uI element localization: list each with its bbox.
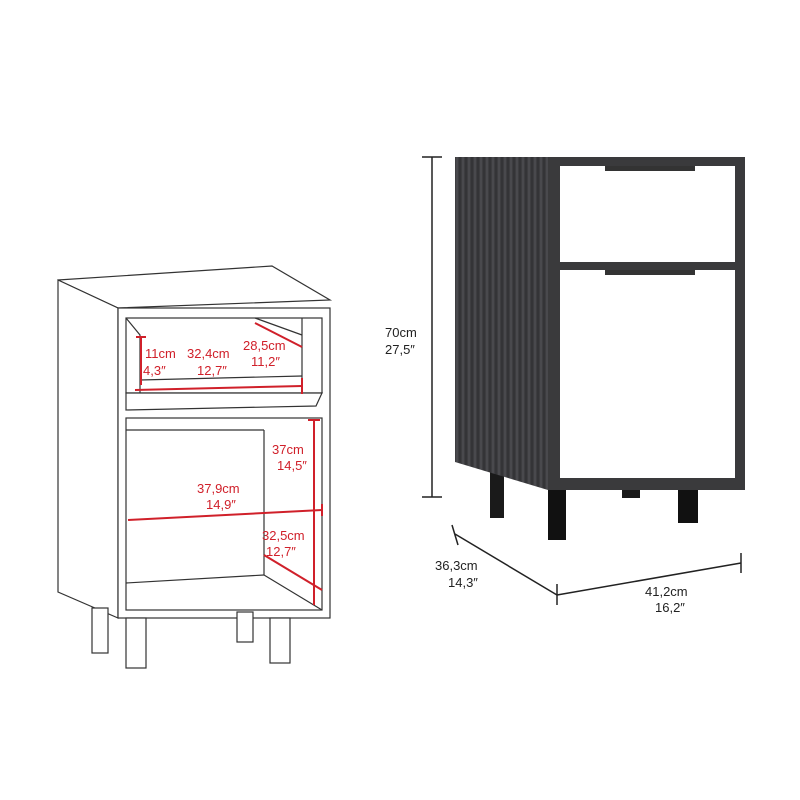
dim-in: 14,3″ (448, 575, 478, 590)
dim-cm: 11cm (145, 346, 176, 361)
dim-cm: 32,5cm (262, 528, 305, 543)
dim-in: 12,7″ (197, 363, 227, 378)
black-dimension-lines (422, 156, 742, 605)
cabinet-side (57, 279, 119, 619)
door-handle (605, 270, 695, 275)
leg (236, 611, 254, 643)
dim-in: 4,3″ (143, 363, 166, 378)
leg (91, 607, 109, 654)
shelf (125, 392, 323, 411)
dim-cm: 37cm (272, 442, 304, 457)
dim-cm: 70cm (385, 325, 417, 340)
leg (548, 478, 566, 540)
leg (269, 617, 291, 664)
top-opening-depth-label: 28,5cm 11,2″ (243, 338, 286, 369)
drawer-front (560, 166, 735, 262)
cabinet-product-render (455, 157, 745, 540)
door-front (560, 270, 735, 478)
dim-in: 16,2″ (655, 600, 685, 615)
lower-opening (125, 417, 323, 611)
top-opening-height-label: 11cm 4,3″ (143, 346, 176, 378)
dim-in: 27,5″ (385, 342, 415, 357)
depth-label: 36,3cm 14,3″ (435, 558, 478, 590)
drawer-handle (605, 166, 695, 171)
top-opening-width-label: 32,4cm 12,7″ (187, 346, 230, 378)
lower-opening-width-label: 37,9cm 14,9″ (197, 481, 240, 512)
leg (125, 617, 147, 669)
dim-in: 12,7″ (266, 544, 296, 559)
dim-cm: 41,2cm (645, 584, 688, 599)
dim-in: 14,9″ (206, 497, 236, 512)
dim-cm: 28,5cm (243, 338, 286, 353)
cabinet-line-drawing (57, 265, 333, 669)
lower-opening-height-label: 37cm 14,5″ (272, 442, 307, 473)
dim-cm: 36,3cm (435, 558, 478, 573)
red-dimension-lines (127, 322, 323, 605)
dim-cm: 32,4cm (187, 346, 230, 361)
cabinet-side-panel (455, 157, 548, 490)
lower-opening-depth-label: 32,5cm 12,7″ (262, 528, 305, 559)
dim-in: 14,5″ (277, 458, 307, 473)
dim-cm: 37,9cm (197, 481, 240, 496)
width-label: 41,2cm 16,2″ (645, 584, 688, 615)
height-label: 70cm 27,5″ (385, 325, 417, 357)
leg (490, 470, 504, 518)
dim-in: 11,2″ (251, 354, 280, 369)
